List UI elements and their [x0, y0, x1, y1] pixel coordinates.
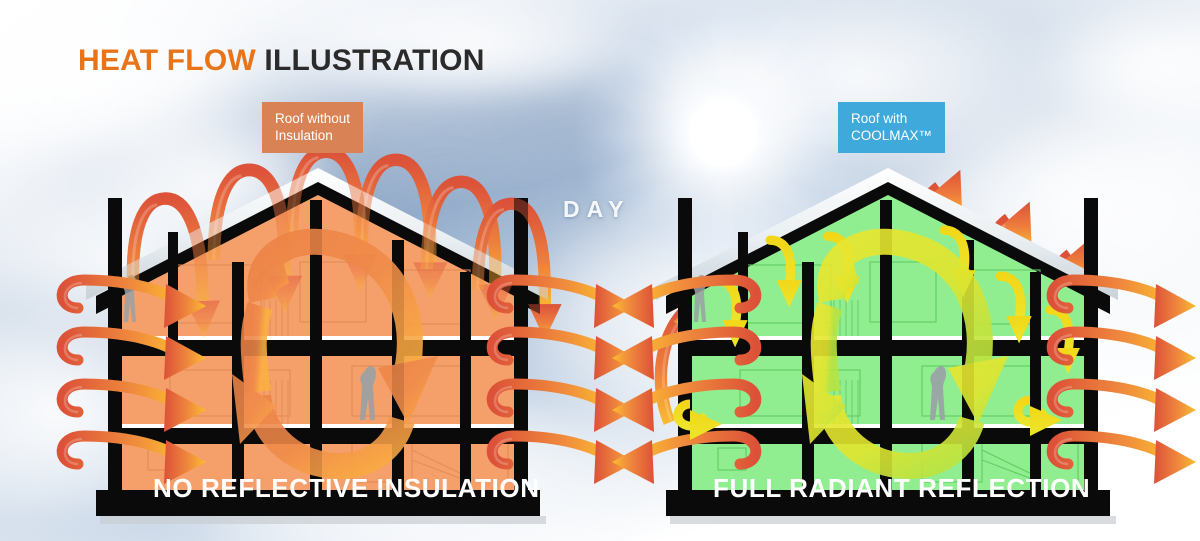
house-caption-full-reflection: FULL RADIANT REFLECTION: [713, 473, 1091, 503]
heat-circulation-loop-right: [802, 228, 1008, 480]
day-label: DAY: [563, 196, 631, 222]
sun-glow: [573, 0, 873, 283]
page-title-highlight: HEAT FLOW: [78, 44, 256, 77]
foundation-left: [96, 490, 540, 516]
house-caption-no-insulation: NO REFLECTIVE INSULATION: [153, 473, 540, 503]
callout-roof-without-insulation[interactable]: Roof without Insulation: [262, 102, 364, 153]
house-no-insulation: [62, 152, 636, 524]
page-title: HEAT FLOW ILLUSTRATION: [78, 44, 485, 78]
foundation-right: [666, 490, 1110, 516]
callout-line2: COOLMAX™: [851, 128, 933, 143]
callout-line2: Insulation: [275, 128, 333, 143]
callout-line1: Roof without: [275, 111, 351, 126]
callout-roof-with-coolmax[interactable]: Roof with COOLMAX™: [838, 102, 946, 153]
callout-line1: Roof with: [851, 111, 908, 126]
house-full-reflection: [612, 168, 1196, 524]
page-title-rest: ILLUSTRATION: [255, 44, 485, 77]
heat-circulation-loop-left: [232, 228, 438, 480]
